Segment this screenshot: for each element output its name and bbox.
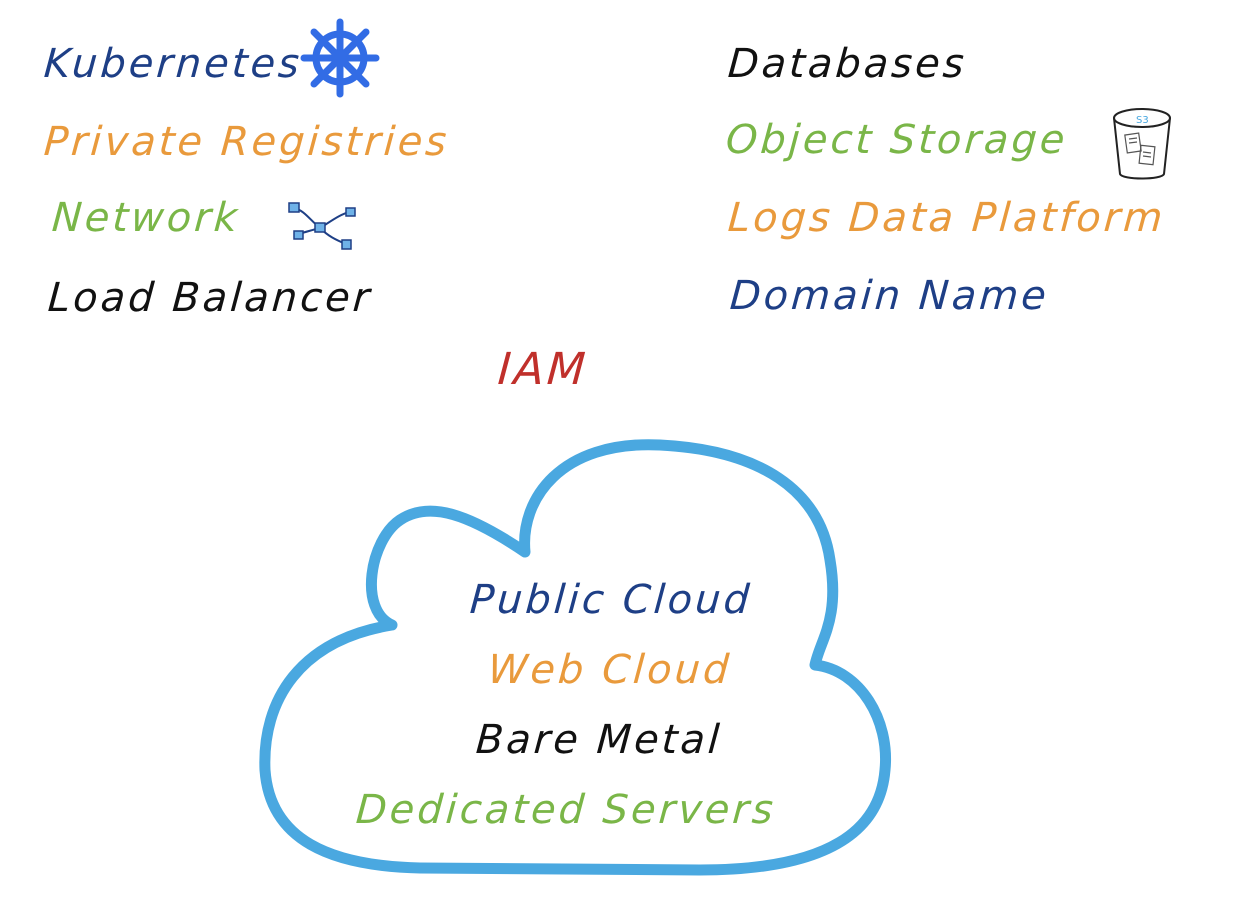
cloud-label-public-cloud: Public Cloud <box>468 577 754 623</box>
label-domain-name: Domain Name <box>728 273 1051 319</box>
label-object-storage: Object Storage <box>724 117 1070 163</box>
s3-bucket-icon: S3 <box>1113 108 1171 180</box>
cloud-label-web-cloud: Web Cloud <box>486 647 734 693</box>
label-network: Network <box>50 195 242 241</box>
label-private-registries: Private Registries <box>42 119 451 165</box>
kubernetes-helm-icon <box>300 18 380 98</box>
cloud-outline <box>259 439 892 876</box>
label-iam: IAM <box>496 344 590 395</box>
label-logs-data-platform: Logs Data Platform <box>726 195 1167 241</box>
cloud-label-dedicated-servers: Dedicated Servers <box>354 787 778 833</box>
label-load-balancer: Load Balancer <box>46 275 374 321</box>
cloud-label-bare-metal: Bare Metal <box>474 717 724 763</box>
label-kubernetes: Kubernetes <box>42 41 304 87</box>
network-nodes-icon <box>288 202 356 250</box>
label-databases: Databases <box>726 41 969 87</box>
s3-bucket-label: S3 <box>1136 115 1149 126</box>
